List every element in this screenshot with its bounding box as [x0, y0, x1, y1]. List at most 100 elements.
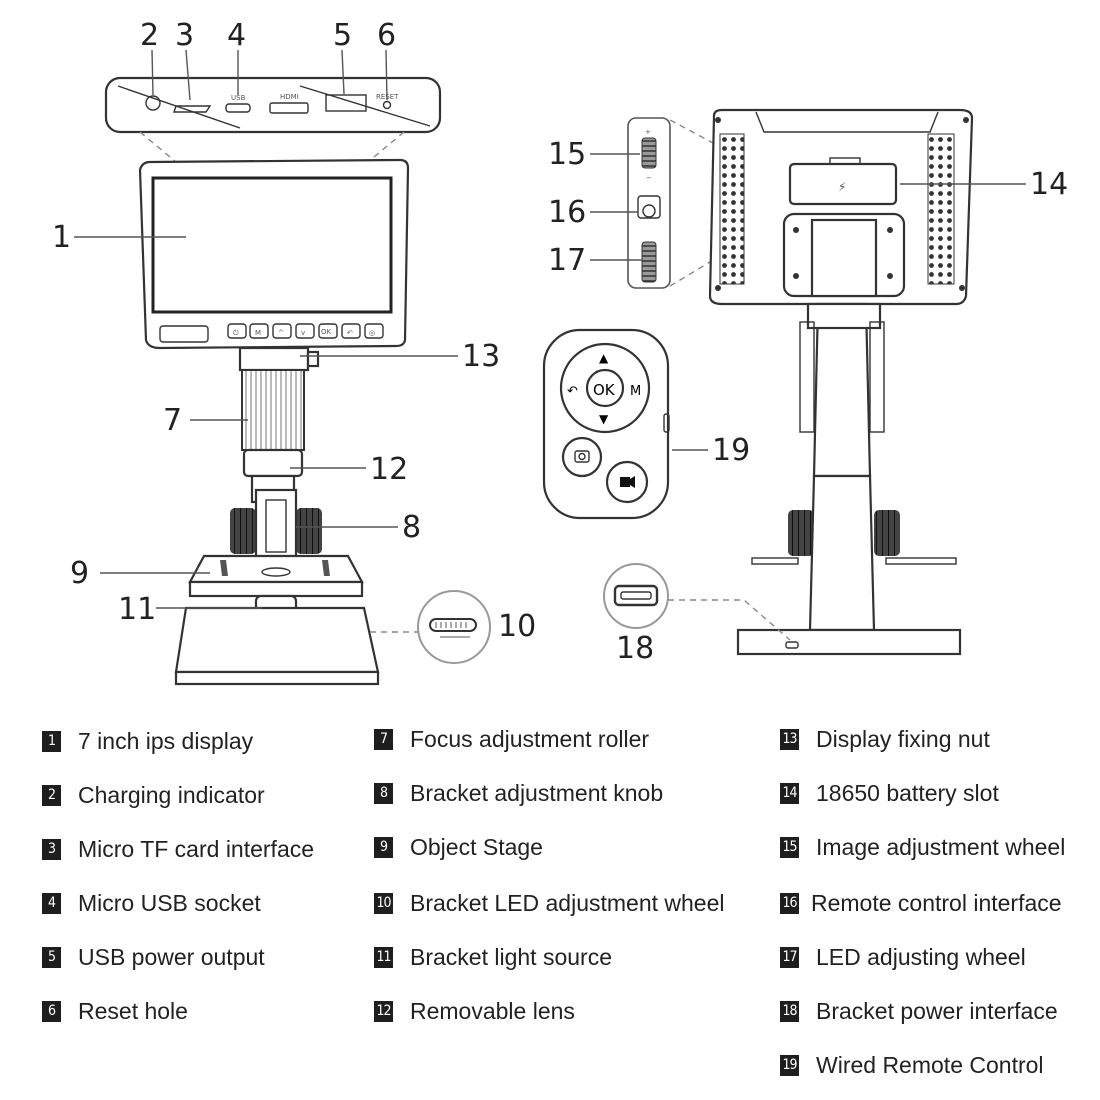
- callout-1: 1: [52, 220, 71, 255]
- legend-item: 16 Remote control interface: [780, 890, 1062, 917]
- legend-badge: 7: [374, 729, 393, 750]
- wheel-plus-sign: +: [645, 128, 651, 136]
- camera-button: [364, 323, 384, 339]
- legend-label: Bracket adjustment knob: [410, 780, 664, 806]
- legend-badge: 18: [780, 1001, 799, 1022]
- legend-item: 11 Bracket light source: [374, 944, 612, 971]
- callout-8: 8: [402, 510, 421, 545]
- tf-card-slot: [173, 105, 212, 113]
- ok-button-label: OK: [321, 328, 332, 336]
- right-vent-grille: [927, 133, 955, 285]
- legend-badge: 16: [780, 893, 799, 914]
- legend-label: Focus adjustment roller: [410, 726, 650, 752]
- base: [174, 594, 380, 686]
- bracket-power-port: [785, 641, 799, 649]
- back-button: [341, 323, 361, 339]
- legend-label: USB power output: [78, 944, 265, 970]
- callout-10: 10: [498, 609, 536, 644]
- micro-usb-port: [225, 103, 251, 113]
- remote-camera-button: [561, 436, 603, 478]
- svg-text:^: ^: [278, 329, 284, 337]
- legend-badge: 8: [374, 783, 393, 804]
- microscope-diagram: USB HDMI RESET ⏻ M ^ v OK ↶ ◎: [52, 18, 1068, 686]
- callout-15: 15: [548, 137, 586, 172]
- wheel-minus-sign: −: [646, 174, 652, 182]
- object-stage: [188, 554, 364, 598]
- bracket: [230, 488, 322, 562]
- callout-19: 19: [712, 433, 750, 468]
- callout-4: 4: [227, 18, 246, 53]
- left-vent-grille: [719, 133, 745, 285]
- usb-power-port: [325, 94, 367, 112]
- display-fixing-nut: [306, 350, 320, 368]
- legend-label: Bracket LED adjustment wheel: [410, 890, 725, 916]
- hdmi-port-label: HDMI: [280, 93, 299, 101]
- legend-label: 7 inch ips display: [78, 728, 254, 754]
- legend-label: Object Stage: [410, 834, 543, 860]
- legend-badge: 14: [780, 783, 799, 804]
- bracket-knob-left: [230, 508, 256, 554]
- remote-interface-port: [642, 204, 656, 218]
- legend-badge: 19: [780, 1055, 799, 1076]
- power-interface-zoom: [603, 563, 669, 629]
- svg-text:v: v: [301, 329, 305, 337]
- remote-down-icon: ▼: [599, 412, 609, 426]
- callout-18: 18: [616, 631, 654, 666]
- remote-mode-label: M: [630, 384, 641, 399]
- down-button: [295, 323, 315, 339]
- legend-label: Micro TF card interface: [78, 836, 315, 862]
- charging-indicator-icon: [145, 95, 161, 111]
- callout-7: 7: [163, 403, 182, 438]
- legend-item: 17 LED adjusting wheel: [780, 944, 1026, 971]
- menu-button-label: M: [255, 329, 261, 337]
- side-controls-zoom: + −: [627, 117, 671, 289]
- ips-screen: [151, 176, 393, 314]
- legend-badge: 12: [374, 1001, 393, 1022]
- legend-label: 18650 battery slot: [816, 780, 999, 806]
- legend-label: LED adjusting wheel: [816, 944, 1026, 970]
- led-adjusting-wheel: [641, 241, 657, 283]
- legend-label: Remote control interface: [811, 890, 1062, 916]
- svg-text:⏻: ⏻: [233, 329, 239, 337]
- legend-badge: 17: [780, 947, 799, 968]
- legend-label: Bracket light source: [410, 944, 612, 970]
- ok-button: [318, 323, 338, 339]
- legend-label: Reset hole: [78, 998, 188, 1024]
- rear-knob-left: [788, 510, 814, 556]
- svg-text:◎: ◎: [369, 329, 375, 337]
- svg-text:↶: ↶: [347, 329, 353, 337]
- callout-6: 6: [377, 18, 396, 53]
- callout-12: 12: [370, 452, 408, 487]
- legend-item: 14 18650 battery slot: [780, 780, 999, 807]
- remote-ok-label: OK: [593, 381, 616, 399]
- legend-item: 8 Bracket adjustment knob: [374, 780, 663, 807]
- legend-badge: 4: [42, 893, 61, 914]
- menu-button: [249, 323, 269, 339]
- legend-badge: 1: [42, 731, 61, 752]
- callout-3: 3: [175, 18, 194, 53]
- legend-badge: 11: [374, 947, 393, 968]
- callout-5: 5: [333, 18, 352, 53]
- remote-ok-button: [585, 368, 625, 408]
- callout-11: 11: [118, 592, 156, 627]
- usb-port-label: USB: [231, 94, 246, 102]
- bracket-knob-right: [296, 508, 322, 554]
- svg-text:⚡: ⚡: [838, 180, 846, 194]
- reset-hole-icon: [382, 100, 392, 110]
- callout-14: 14: [1030, 167, 1068, 202]
- legend-label: Image adjustment wheel: [816, 834, 1066, 860]
- legend-badge: 9: [374, 837, 393, 858]
- legend-item: 9 Object Stage: [374, 834, 543, 861]
- legend-badge: 6: [42, 1001, 61, 1022]
- legend-label: Bracket power interface: [816, 998, 1058, 1024]
- legend-item: 7 Focus adjustment roller: [374, 726, 649, 753]
- rear-view: ⚡: [708, 108, 974, 656]
- battery-slot-cover: [788, 162, 898, 206]
